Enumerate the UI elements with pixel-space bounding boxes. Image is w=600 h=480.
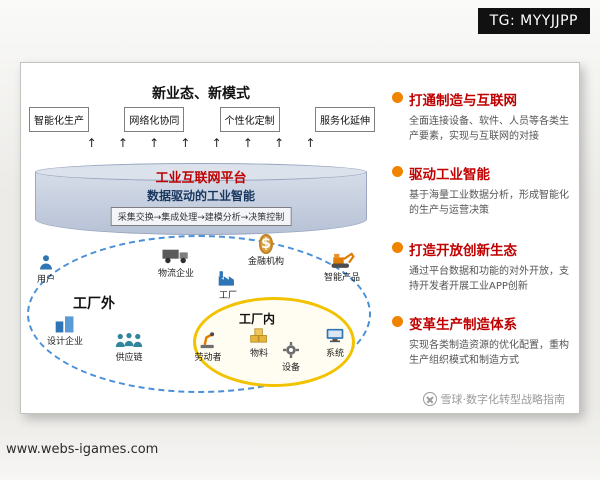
bullet-item-open-ecosystem: 打造开放创新生态 通过平台数据和功能的对外开放，支持开发者开展工业APP创新 <box>392 239 575 294</box>
node-logistics: 物流企业 <box>145 245 207 279</box>
tg-badge: TG: MYYJJPP <box>477 8 590 34</box>
watermark-url: www.webs-igames.com <box>6 442 159 457</box>
brand-footer: 雪球·数字化转型战略指南 <box>422 391 566 407</box>
up-arrow-icon: ↑ <box>149 136 160 150</box>
up-arrow-icon: ↑ <box>180 136 191 150</box>
up-arrows: ↑ ↑ ↑ ↑ ↑ ↑ ↑ ↑ <box>76 137 326 149</box>
bullet-desc: 基于海量工业数据分析，形成智能化的生产与运营决策 <box>409 190 569 216</box>
platform-name: 工业互联网平台 <box>155 171 247 186</box>
bullet-dot-icon <box>392 92 403 103</box>
bullet-dot-icon <box>392 316 403 327</box>
node-user: 用户 <box>23 251 69 285</box>
node-materials: 物料 <box>237 325 281 359</box>
node-design: 设计企业 <box>37 313 93 347</box>
factory-outside-label: 工厂外 <box>73 296 115 312</box>
node-smart-product: 智能产品 <box>313 249 371 283</box>
node-label: 金融机构 <box>247 257 284 267</box>
bullet-desc: 实现各类制造资源的优化配置，重构生产组织模式和制造方式 <box>409 340 569 366</box>
node-label: 系统 <box>325 349 344 359</box>
mode-box-network-collaboration: 网络化协同 <box>124 107 185 132</box>
node-label: 设计企业 <box>46 337 83 347</box>
up-arrow-icon: ↑ <box>117 136 128 150</box>
gear-icon <box>269 339 313 359</box>
node-label: 用户 <box>36 275 55 285</box>
node-label: 供应链 <box>115 353 143 363</box>
node-label: 工厂 <box>218 291 237 301</box>
node-equipment: 设备 <box>269 339 313 373</box>
bullet-dot-icon <box>392 242 403 253</box>
mode-box-row: 智能化生产 网络化协同 个性化定制 服务化延伸 <box>29 107 375 132</box>
mode-box-service-extension: 服务化延伸 <box>314 107 375 132</box>
monitor-icon <box>311 325 359 345</box>
up-arrow-icon: ↑ <box>242 136 253 150</box>
factory-outside-cloud <box>27 235 371 393</box>
bullet-desc: 全面连接设备、软件、人员等各类生产要素，实现与互联网的对接 <box>409 116 569 142</box>
brand-text: 雪球·数字化转型战略指南 <box>440 393 566 406</box>
node-label: 设备 <box>281 363 300 373</box>
bullet-dot-icon <box>392 166 403 177</box>
node-label: 劳动者 <box>194 353 222 363</box>
platform-cylinder: 工业互联网平台 数据驱动的工业智能 采集交换→集成处理→建模分析→决策控制 <box>35 163 367 235</box>
bullet-title: 打造开放创新生态 <box>409 243 517 259</box>
truck-icon <box>145 245 207 265</box>
factory-inside-cloud <box>193 297 355 387</box>
up-arrow-icon: ↑ <box>86 136 97 150</box>
bullet-title: 变革生产制造体系 <box>409 317 517 333</box>
up-arrow-icon: ↑ <box>305 136 316 150</box>
node-label: 物流企业 <box>157 269 194 279</box>
up-arrow-icon: ↑ <box>211 136 222 150</box>
xueqiu-logo-icon <box>422 392 437 406</box>
node-finance: $ 金融机构 <box>239 233 293 267</box>
bullet-title: 驱动工业智能 <box>409 167 490 183</box>
up-arrow-icon: ↑ <box>274 136 285 150</box>
node-supply-chain: 供应链 <box>101 329 157 363</box>
node-factory: 工厂 <box>205 267 251 301</box>
bullet-desc: 通过平台数据和功能的对外开放，支持开发者开展工业APP创新 <box>409 266 569 292</box>
node-system: 系统 <box>311 325 359 359</box>
platform-subtitle: 数据驱动的工业智能 <box>146 189 255 203</box>
diagram-title: 新业态、新模式 <box>152 86 250 102</box>
mode-box-smart-production: 智能化生产 <box>29 107 89 132</box>
node-label: 智能产品 <box>323 273 360 283</box>
group-icon <box>101 329 157 349</box>
cylinder-top <box>35 163 367 181</box>
robot-arm-icon <box>183 329 233 349</box>
bullet-item-transform-production: 变革生产制造体系 实现各类制造资源的优化配置，重构生产组织模式和制造方式 <box>392 313 575 368</box>
bullet-item-drive-intelligence: 驱动工业智能 基于海量工业数据分析，形成智能化的生产与运营决策 <box>392 163 575 218</box>
excavator-icon <box>313 249 371 269</box>
factory-inside-label: 工厂内 <box>239 312 276 326</box>
bullet-item-connect-manufacturing: 打通制造与互联网 全面连接设备、软件、人员等各类生产要素，实现与互联网的对接 <box>392 89 575 144</box>
platform-process: 采集交换→集成处理→建模分析→决策控制 <box>110 207 292 226</box>
materials-icon <box>237 325 281 345</box>
factory-icon <box>205 267 251 287</box>
mode-box-personal-customization: 个性化定制 <box>219 107 280 132</box>
buildings-icon <box>37 313 93 333</box>
infographic-card: 新业态、新模式 智能化生产 网络化协同 个性化定制 服务化延伸 ↑ ↑ ↑ ↑ … <box>20 62 580 414</box>
person-icon <box>23 251 69 271</box>
dollar-icon: $ <box>259 234 273 254</box>
bullet-title: 打通制造与互联网 <box>409 93 517 109</box>
node-worker: 劳动者 <box>183 329 233 363</box>
node-label: 物料 <box>249 349 268 359</box>
